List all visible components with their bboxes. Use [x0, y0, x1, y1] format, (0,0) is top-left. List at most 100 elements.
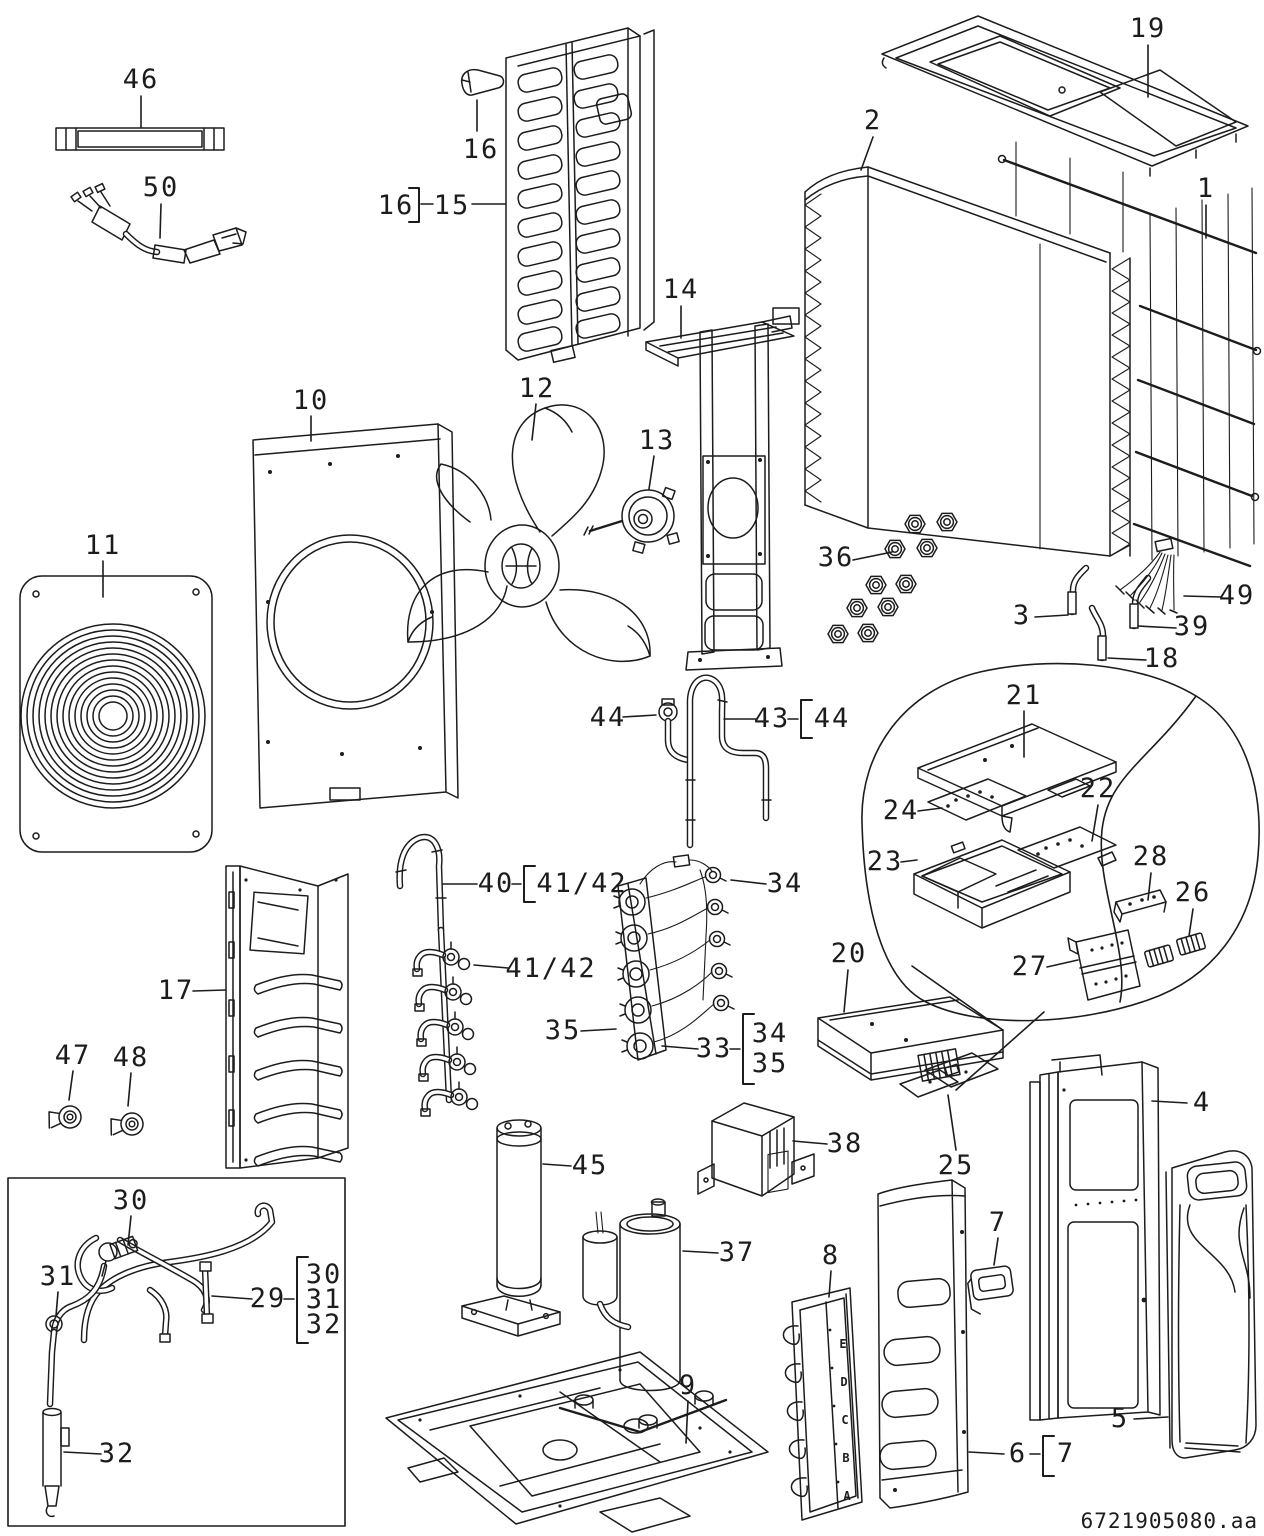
terminal-letter-c: C [841, 1413, 848, 1427]
callout-37: 37 [682, 1237, 756, 1268]
callout-33-label: 33 [696, 1033, 733, 1064]
part-14-motor-mount [645, 307, 800, 671]
callout-39: 39 [1137, 611, 1211, 642]
part-33-valve-assembly [613, 854, 735, 1061]
callout-17: 17 [158, 975, 227, 1006]
part-27-plate [1067, 929, 1141, 1001]
part-49-wire-harness [1115, 537, 1178, 615]
part-36-nuts [827, 512, 958, 644]
callout-11-label: 11 [85, 530, 122, 561]
part-40-pipe [395, 833, 447, 934]
callout-5-label: 5 [1111, 1403, 1129, 1434]
callout-20: 20 [831, 938, 868, 1013]
part-1-wire-guard [997, 141, 1262, 568]
callout-34: 34 [730, 868, 804, 899]
terminal-letter-a: A [843, 1489, 851, 1503]
part-47-cable-gland [45, 1103, 84, 1132]
callout-46: 46 [123, 64, 157, 128]
terminal-letter-b: B [842, 1451, 849, 1465]
callout-22: 22 [1080, 773, 1114, 842]
callout-38: 38 [792, 1128, 861, 1159]
callout-14: 14 [663, 274, 700, 339]
part-22-pcb [1017, 826, 1117, 869]
part-7-handle [967, 1265, 1014, 1315]
callout-40-4142: 40 41/42 [442, 865, 626, 903]
part-26-terminal-blocks [1144, 932, 1206, 968]
callout-31-ref-label: 31 [306, 1284, 343, 1315]
callout-29-30-31-32: 29 30 31 32 [211, 1256, 343, 1344]
part-23-tray [913, 839, 1071, 929]
callout-12-label: 12 [519, 373, 556, 404]
callout-34-label: 34 [767, 868, 804, 899]
callout-17-label: 17 [158, 975, 195, 1006]
callout-36-label: 36 [818, 542, 855, 573]
part-8-terminal-panel: E D C B A [782, 1287, 863, 1521]
callout-26-label: 26 [1175, 877, 1212, 908]
callout-45: 45 [542, 1150, 606, 1181]
callout-16-ref-label: 16 [378, 190, 415, 221]
part-32-muffler [42, 1407, 70, 1518]
callout-8-label: 8 [822, 1240, 840, 1271]
callout-12: 12 [519, 373, 556, 441]
part-45-accumulator [461, 1119, 561, 1337]
callout-28-label: 28 [1133, 841, 1170, 872]
part-12-fan-propeller [406, 404, 651, 663]
callout-10: 10 [293, 385, 327, 442]
part-15-grille-panel [505, 27, 655, 364]
callout-35: 35 [545, 1015, 617, 1046]
callout-39-label: 39 [1174, 611, 1211, 642]
callout-30: 30 [113, 1185, 147, 1246]
callout-50: 50 [143, 172, 180, 239]
callout-32: 32 [63, 1438, 133, 1469]
callout-23-label: 23 [867, 846, 904, 877]
callout-34-ref-label: 34 [752, 1018, 789, 1049]
callout-13-label: 13 [639, 425, 676, 456]
part-3-sensor [1067, 564, 1090, 616]
part-50-cable-harness [70, 182, 247, 264]
part-29-pipe-group-box [7, 1177, 346, 1527]
part-48-cable-gland [107, 1110, 146, 1139]
part-37-compressor [558, 1198, 728, 1434]
part-11-fan-grille [19, 575, 213, 853]
terminal-letter-e: E [839, 1337, 846, 1351]
callout-47: 47 [55, 1040, 89, 1101]
callout-36: 36 [818, 542, 893, 573]
callout-3: 3 [1013, 600, 1069, 631]
callout-3-label: 3 [1013, 600, 1031, 631]
callout-7-handle: 7 [989, 1207, 1007, 1266]
callout-37-label: 37 [719, 1237, 756, 1268]
callout-19: 19 [1130, 13, 1164, 98]
part-4-rear-frame [1029, 1054, 1161, 1421]
part-2-condenser-coil [804, 166, 1131, 557]
callout-31: 31 [40, 1261, 77, 1317]
callout-9-label: 9 [679, 1370, 697, 1401]
callout-20-label: 20 [831, 938, 868, 969]
part-30-solenoid-valve [98, 1235, 139, 1277]
callout-44-left: 44 [590, 702, 657, 733]
callout-6-label: 6 [1009, 1438, 1027, 1469]
callout-2-label: 2 [864, 105, 882, 136]
callout-4: 4 [1151, 1087, 1211, 1118]
part-9-base-pan [385, 1351, 769, 1533]
callout-24: 24 [883, 795, 943, 826]
callout-48-label: 48 [113, 1042, 150, 1073]
callout-24-label: 24 [883, 795, 920, 826]
callout-14-label: 14 [663, 274, 700, 305]
callout-31-label: 31 [40, 1261, 77, 1292]
callout-7-label: 7 [989, 1207, 1007, 1238]
callout-25-label: 25 [938, 1150, 975, 1181]
callout-4-label: 4 [1193, 1087, 1211, 1118]
callout-7-ref-label: 7 [1057, 1438, 1075, 1469]
callout-27: 27 [1012, 951, 1079, 982]
callout-18-label: 18 [1144, 643, 1181, 674]
part-41-42-valve-manifold [413, 926, 478, 1116]
callout-29-label: 29 [250, 1283, 287, 1314]
callout-43-label: 43 [754, 703, 791, 734]
part-28-bracket [1113, 889, 1167, 923]
callout-30-ref-label: 30 [306, 1259, 343, 1290]
part-21-cover-board [917, 723, 1117, 817]
callout-13: 13 [639, 425, 676, 490]
callout-50-label: 50 [143, 172, 180, 203]
callout-15-label: 15 [434, 190, 471, 221]
